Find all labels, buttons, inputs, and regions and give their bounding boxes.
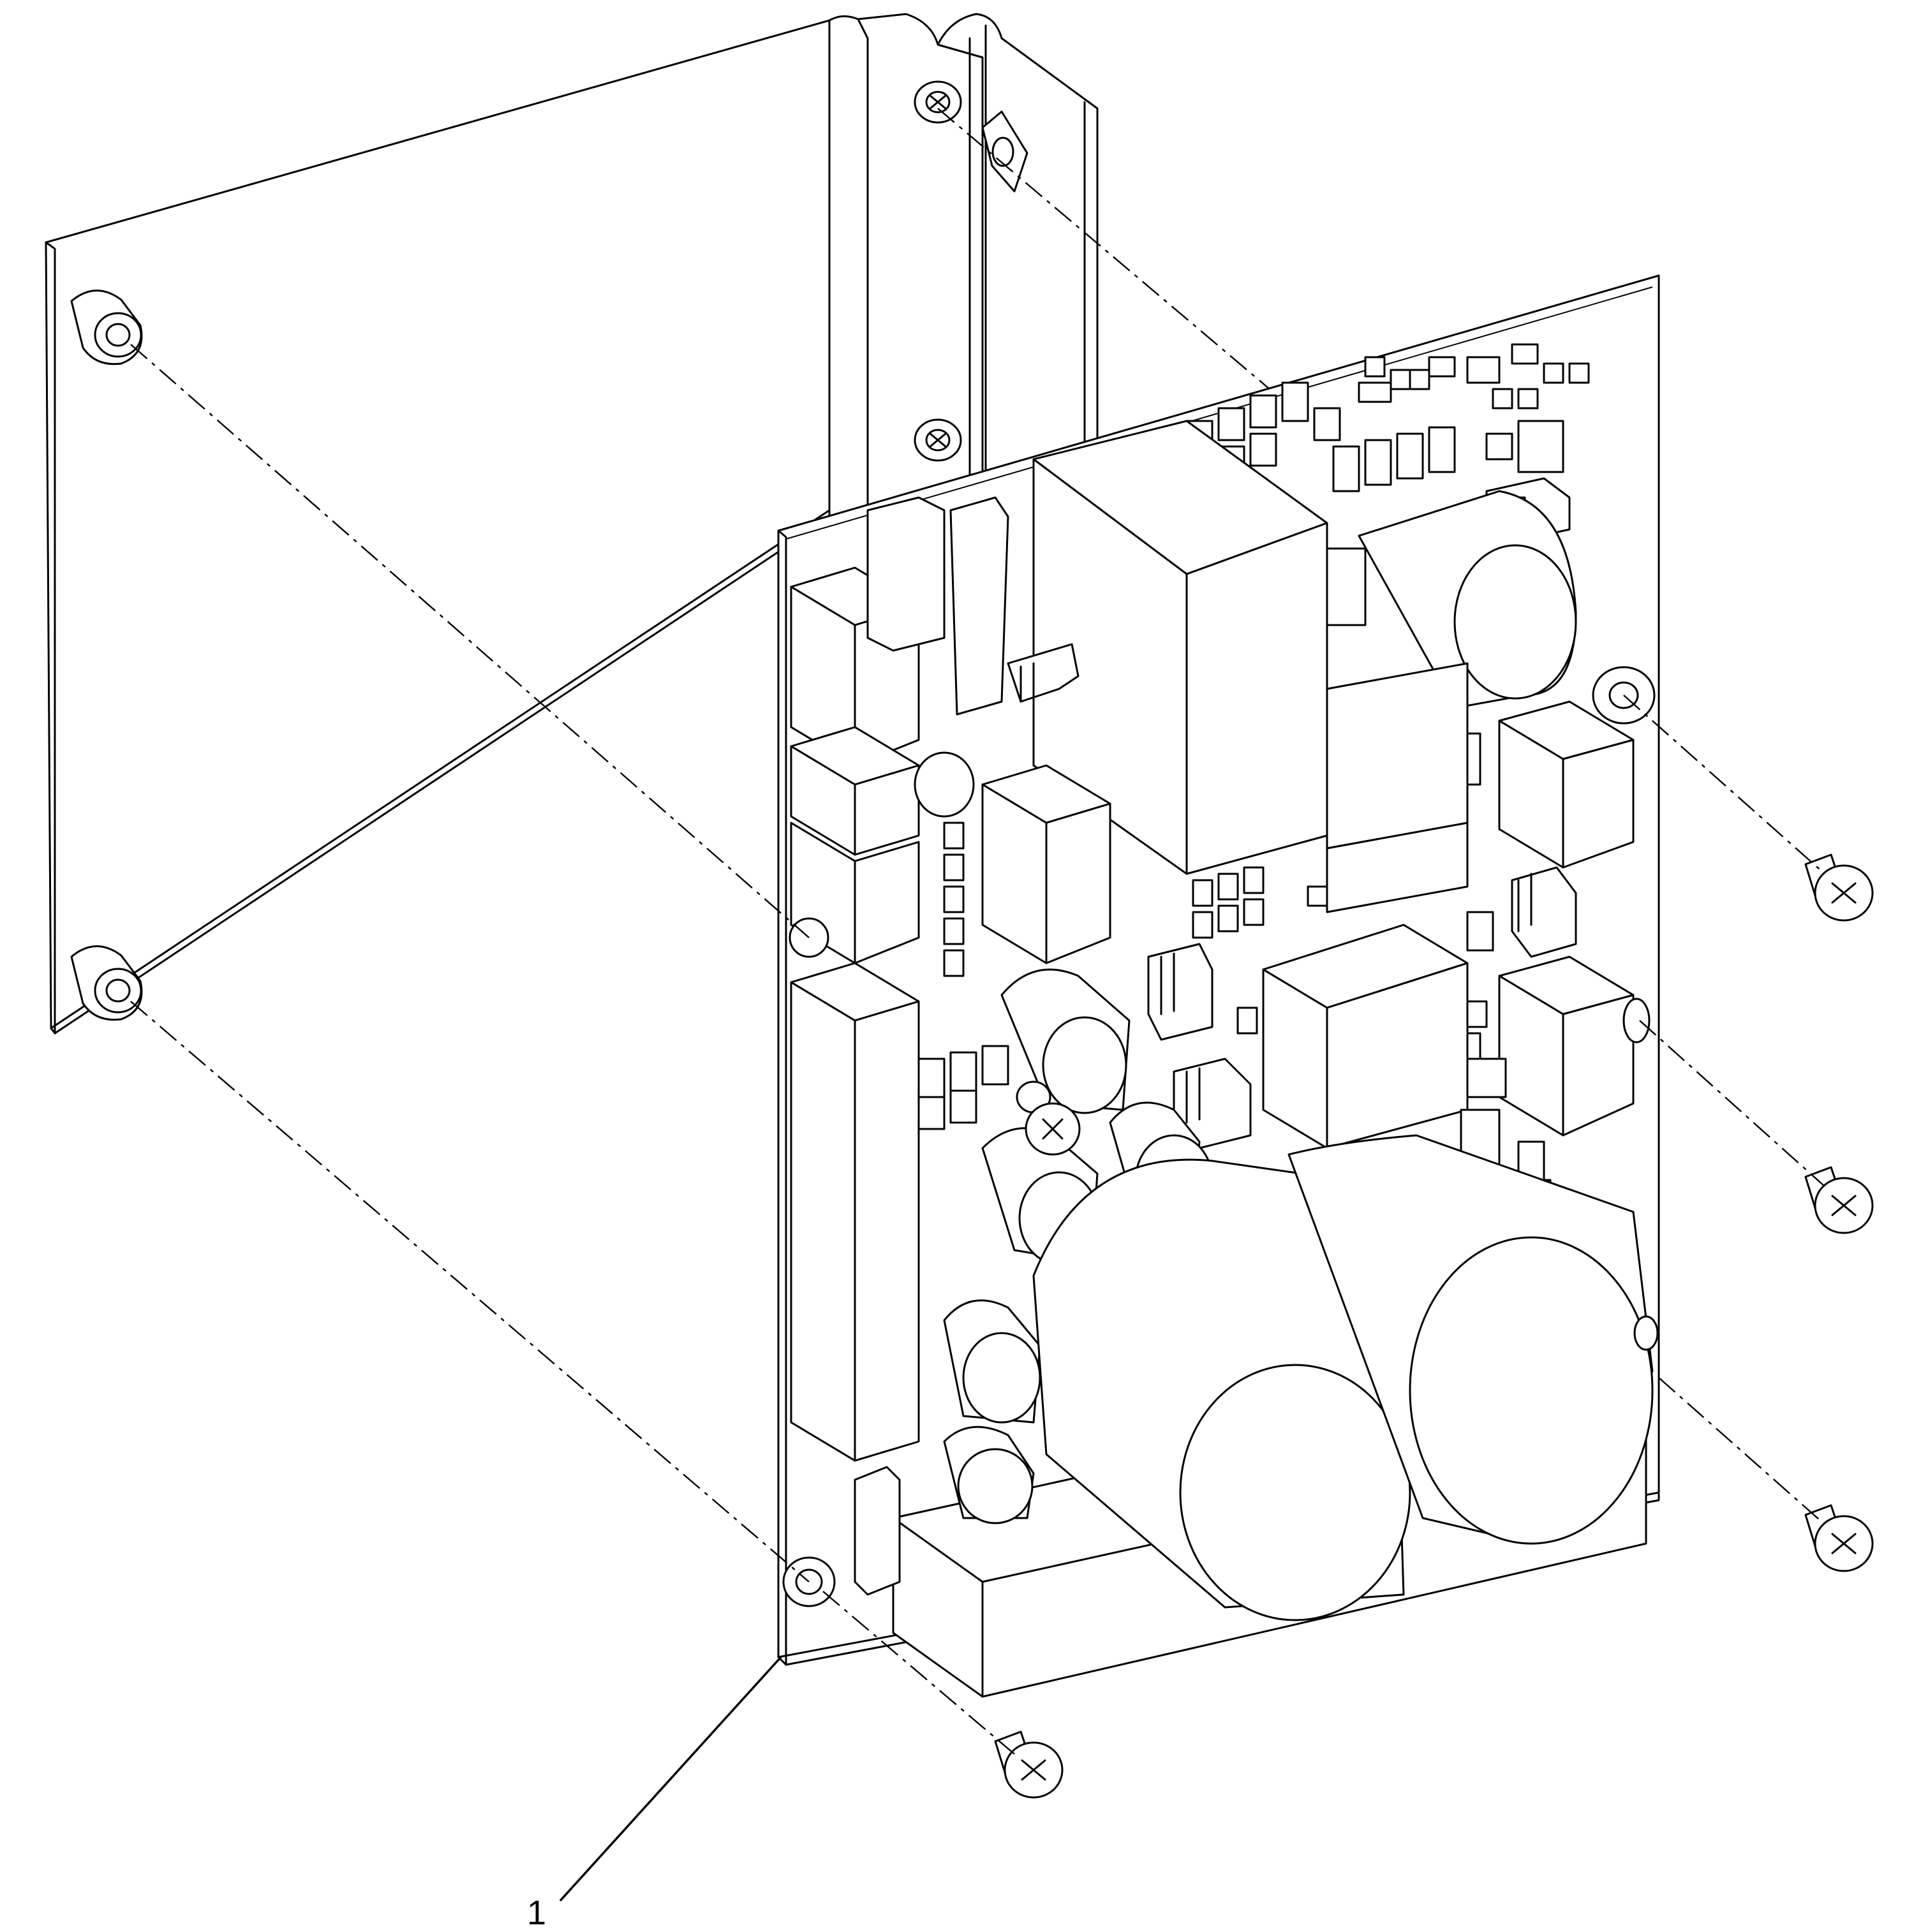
board-hole-middle-right xyxy=(1622,998,1651,1043)
connector-block-upper-right xyxy=(1498,700,1635,869)
board-screw-center xyxy=(1016,1080,1081,1156)
small-block-bottom-left xyxy=(854,1466,901,1596)
capacitor-small-left xyxy=(914,751,975,818)
smd-components-left xyxy=(917,822,1009,1130)
standoff-bottom-left xyxy=(70,945,143,1021)
screw-right-3 xyxy=(1804,1504,1874,1572)
relay-block-middle-left xyxy=(790,726,920,964)
transformer-block xyxy=(1032,420,1328,875)
capacitor-medium-5 xyxy=(943,1426,1035,1524)
ic-block-middle xyxy=(1262,924,1469,1149)
capacitor-medium-4 xyxy=(943,1299,1041,1424)
connector-strip-left xyxy=(1007,643,1079,703)
tall-relay-left xyxy=(866,496,1009,716)
connector-block-lower-right xyxy=(1498,955,1635,1137)
large-capacitor-right xyxy=(1287,1134,1654,1545)
screw-right-2 xyxy=(1804,1166,1874,1234)
relay-block-center-left xyxy=(981,764,1111,964)
capacitor-top-right xyxy=(1326,490,1577,709)
rail-screw-top xyxy=(914,80,962,124)
connector-small-2 xyxy=(1147,943,1213,1041)
rail-screw-middle xyxy=(914,418,962,462)
large-capacitor-left xyxy=(1032,1158,1411,1621)
standoff-top-left xyxy=(70,290,143,365)
mounting-plate xyxy=(45,19,831,1035)
connector-small-1 xyxy=(1511,866,1577,958)
assembly-lines xyxy=(130,108,1825,1755)
capacitor-medium-1 xyxy=(1000,968,1131,1114)
hex-nut xyxy=(981,110,1028,193)
ic-block-center xyxy=(1326,662,1481,913)
callout-label-1: 1 xyxy=(527,1894,547,1932)
screw-bottom xyxy=(994,1730,1064,1799)
mounting-rail xyxy=(828,13,1099,518)
board-hole-bottom-right xyxy=(1633,1315,1659,1351)
screw-right-1 xyxy=(1804,853,1874,922)
callout-leader-1 xyxy=(559,1656,782,1902)
long-vertical-block xyxy=(790,962,920,1462)
